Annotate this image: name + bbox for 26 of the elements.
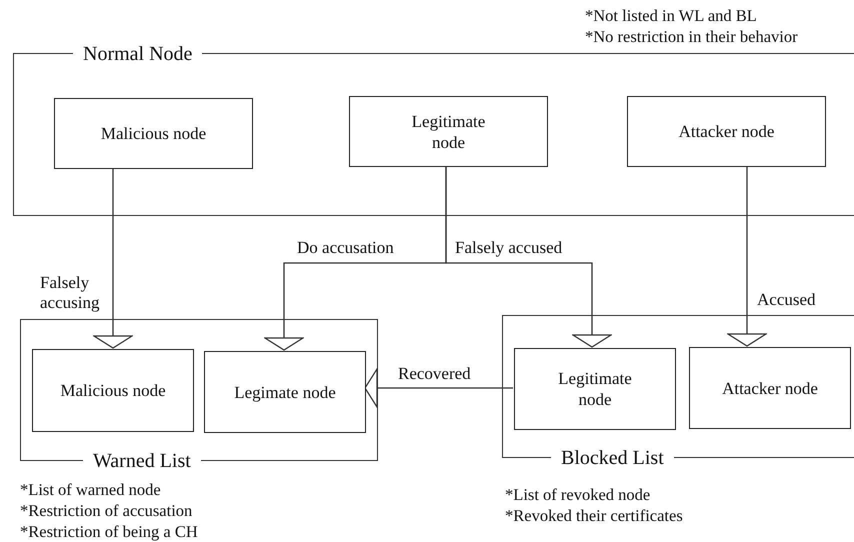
process-box [689,347,851,429]
process-box [54,98,253,169]
note-text: *Revoked their certificates [505,505,683,526]
node-label: Legimate node [233,382,337,402]
note-text: *Restriction of accusation [20,500,192,521]
process-box [627,96,826,167]
node-label: Legitimate node [410,110,486,152]
node-label: Attacker node [721,378,819,398]
note-text: *List of revoked node [505,484,650,505]
note-text: *No restriction in their behavior [585,26,798,47]
process-box [514,348,676,430]
arrow [93,168,133,349]
note-text: *Not listed in WL and BL [585,5,757,26]
arrow [445,166,612,348]
node-label: Legitimate node [557,368,633,410]
node-label: Malicious node [100,123,208,144]
process-box [204,351,366,433]
node-label: Attacker node [678,121,776,142]
arrow [364,368,513,408]
arrow [727,166,767,347]
process-box [349,96,548,167]
node-label: Malicious node [59,380,167,401]
note-text: *Restriction of being a CH [20,521,198,542]
edge-label: Falsely accused [455,238,562,258]
process-box [32,349,194,432]
note-text: *List of warned node [20,479,161,500]
